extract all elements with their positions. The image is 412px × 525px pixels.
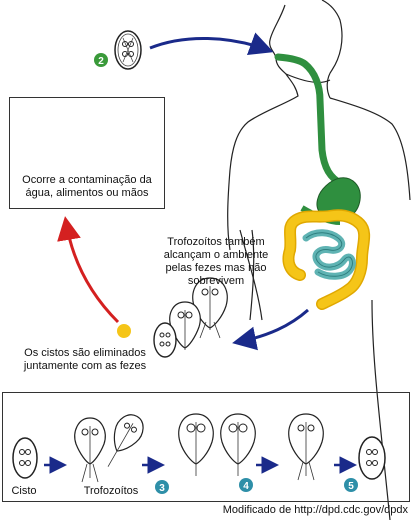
step-5-number: 5 bbox=[348, 481, 354, 492]
cyst-step2 bbox=[114, 30, 142, 70]
step-4-number: 4 bbox=[243, 481, 249, 492]
step-3-number: 3 bbox=[159, 483, 165, 494]
bottom-dividing-trophozoites bbox=[178, 413, 256, 476]
bottom-cyst-end bbox=[358, 436, 386, 480]
cysts-eliminated-label: Os cistos são eliminados juntamente com … bbox=[23, 347, 147, 372]
step-3-badge bbox=[155, 480, 169, 494]
small-intestine bbox=[302, 229, 356, 280]
cisto-label: Cisto bbox=[11, 485, 37, 497]
human-body-outline bbox=[227, 0, 411, 521]
source-credit: Modificado de http://dpd.cdc.gov/dpdx bbox=[222, 504, 408, 516]
bottom-trophozoite-4 bbox=[288, 413, 324, 481]
bottom-cyst-start bbox=[12, 437, 38, 479]
esophagus-stomach bbox=[274, 53, 361, 225]
step-4-badge bbox=[239, 478, 253, 492]
excretion-arrow bbox=[232, 308, 309, 351]
contamination-label: Ocorre a contaminação da água, alimentos… bbox=[22, 174, 152, 199]
trofozoitos-label: Trofozoítos bbox=[83, 485, 139, 497]
trophozoites-mid bbox=[153, 277, 228, 358]
trophozoites-environment-label: Trofozoítos também alcançam o ambiente p… bbox=[163, 236, 269, 287]
feces-dot bbox=[117, 324, 131, 338]
step-2-badge bbox=[94, 53, 108, 67]
replication-panel bbox=[2, 392, 410, 502]
step-2-number: 2 bbox=[98, 56, 104, 67]
contamination-arrow bbox=[57, 216, 120, 324]
step-5-badge bbox=[344, 478, 358, 492]
ingestion-arrow bbox=[149, 32, 274, 56]
large-intestine bbox=[282, 209, 371, 310]
bottom-trophozoites bbox=[74, 414, 144, 483]
contamination-box bbox=[9, 97, 165, 209]
